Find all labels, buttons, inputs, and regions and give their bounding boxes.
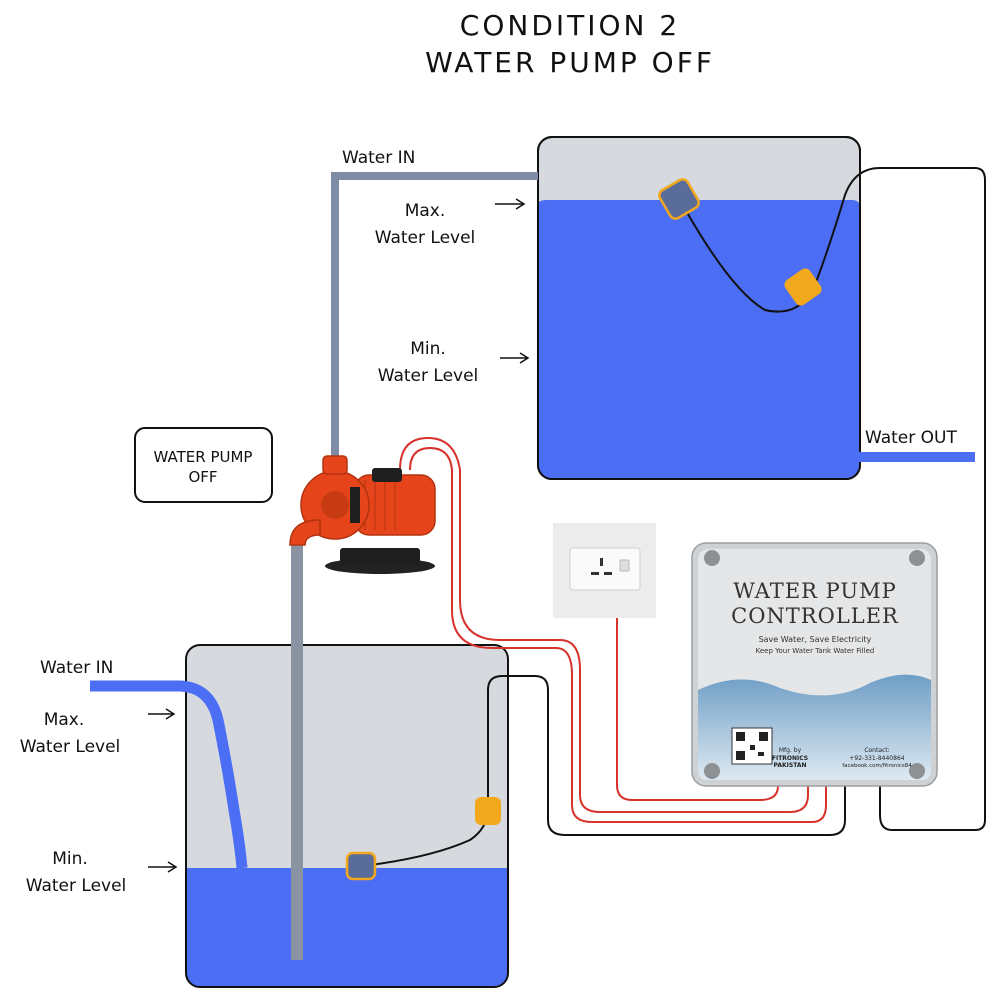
controller-contact-web: facebook.com/fitronics84 (842, 763, 912, 769)
socket-power-wire (616, 618, 779, 801)
upper-tank (537, 136, 861, 480)
controller-contact-phone: +92-331-8440864 (849, 755, 904, 762)
controller-mfg-line3: PAKISTAN (774, 762, 807, 769)
lower-min-arrow (148, 861, 178, 873)
lower-float-gray (345, 851, 377, 881)
wall-socket (553, 523, 656, 618)
lower-water-in-label: Water IN (40, 658, 113, 678)
lower-min-line1: Min. (52, 849, 88, 869)
upper-water-in-label: Water IN (342, 148, 415, 168)
socket-switch (619, 559, 630, 572)
pump-inlet-elbow (289, 519, 321, 546)
upper-max-line2: Water Level (375, 228, 476, 248)
water-pump (289, 455, 436, 574)
controller-mfg-line1: Mfg. by (779, 747, 802, 754)
lower-float-orange (475, 797, 501, 825)
upper-max-line1: Max. (405, 201, 446, 221)
controller-mfg-line2: FITRONICS (772, 755, 808, 762)
status-line2: OFF (188, 468, 217, 486)
lower-tank-water (186, 868, 508, 987)
controller-tagline2: Keep Your Water Tank Water Filled (756, 647, 875, 655)
lower-inlet-hose (90, 680, 248, 869)
lower-max-line1: Max. (44, 710, 85, 730)
pump-outlet (322, 455, 348, 475)
controller-box: WATER PUMP CONTROLLER Save Water, Save E… (691, 542, 938, 787)
controller-tagline1: Save Water, Save Electricity (759, 635, 872, 644)
lower-min-line2: Water Level (26, 876, 127, 896)
title-line2: WATER PUMP OFF (425, 46, 715, 79)
upper-tank-water (538, 200, 860, 479)
lower-max-arrow (148, 708, 176, 720)
pump-power-wire-1 (399, 436, 809, 813)
upper-inlet-pipe (331, 172, 538, 462)
lower-float-cable (361, 675, 846, 867)
upper-float-cable (679, 167, 986, 831)
lower-max-line2: Water Level (20, 737, 121, 757)
controller-title-line1: WATER PUMP (733, 579, 896, 603)
upper-min-arrow (500, 352, 530, 364)
upper-min-line1: Min. (410, 339, 446, 359)
lower-tank (185, 644, 509, 988)
controller-contact-label: Contact: (864, 747, 889, 754)
upper-float-gray (658, 178, 700, 220)
status-line1: WATER PUMP (154, 448, 253, 466)
socket-plate (569, 547, 641, 591)
status-box (134, 427, 273, 503)
upper-max-arrow (495, 198, 526, 210)
upper-float-orange (784, 268, 822, 306)
controller-title-line2: CONTROLLER (731, 604, 899, 628)
upper-min-line2: Water Level (378, 366, 479, 386)
pump-base (340, 548, 420, 566)
pump-power-wire-2 (409, 446, 827, 823)
pump-terminal-box (372, 468, 402, 482)
title-line1: CONDITION 2 (460, 9, 680, 42)
upper-water-out-label: Water OUT (865, 428, 957, 448)
